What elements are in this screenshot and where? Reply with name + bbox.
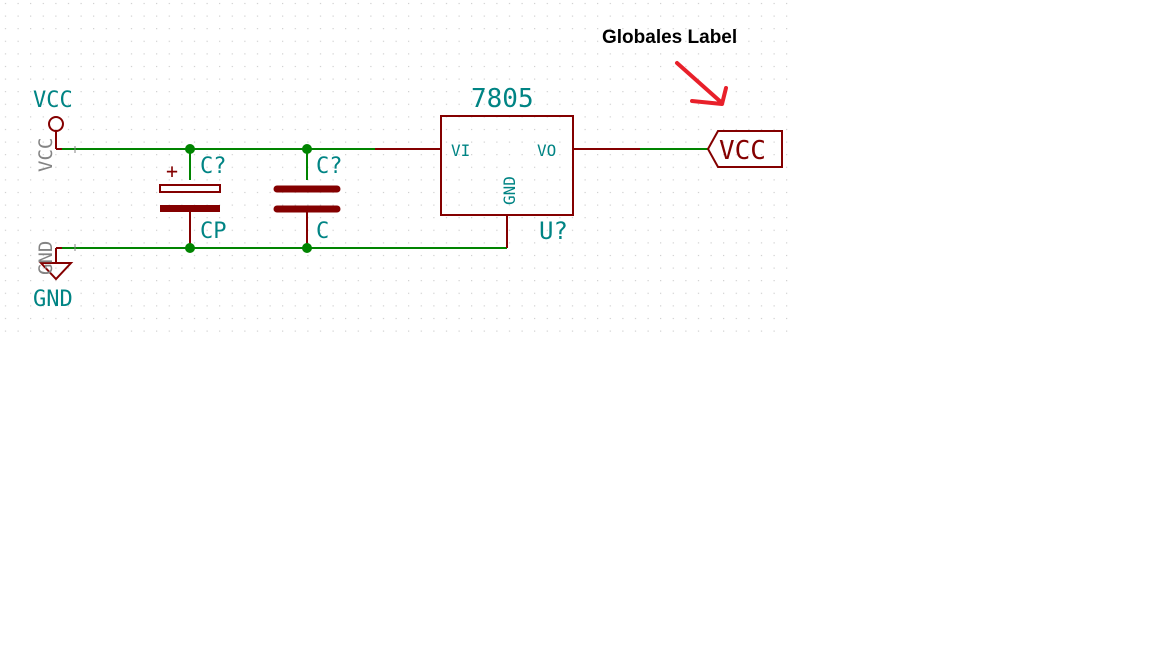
c-value: C	[316, 219, 329, 244]
regulator-7805[interactable]: 7805 VI VO GND U?	[375, 84, 640, 248]
dot-grid	[0, 0, 795, 338]
global-label-vcc[interactable]: VCC	[706, 130, 783, 168]
vcc-label: VCC	[33, 88, 73, 113]
cp-value: CP	[200, 219, 227, 244]
regulator-pin-gnd: GND	[500, 176, 519, 205]
capacitor-c[interactable]: C? C	[273, 154, 343, 248]
vcc-power-symbol[interactable]: VCC VCC	[33, 88, 76, 172]
junction-dot	[302, 144, 312, 154]
junction-dot	[302, 243, 312, 253]
gnd-label: GND	[33, 287, 73, 312]
junctions	[185, 144, 312, 253]
annotation-arrow	[675, 61, 728, 106]
regulator-reference: U?	[539, 217, 568, 245]
gnd-power-symbol[interactable]: GND GND	[33, 241, 76, 312]
regulator-pin-vi: VI	[451, 141, 470, 160]
junction-dot	[185, 144, 195, 154]
capacitor-cp[interactable]: + C? CP	[159, 154, 227, 248]
gnd-pin-label: GND	[35, 241, 57, 275]
c-reference: C?	[316, 154, 343, 179]
regulator-title: 7805	[471, 84, 534, 114]
junction-dot	[185, 243, 195, 253]
cp-polarity-mark: +	[166, 159, 178, 183]
cp-reference: C?	[200, 154, 227, 179]
annotation-text: Globales Label	[602, 27, 738, 48]
regulator-pin-vo: VO	[537, 141, 556, 160]
global-label-text: VCC	[719, 136, 766, 166]
vcc-pin-label: VCC	[35, 138, 57, 172]
wires	[62, 148, 708, 249]
